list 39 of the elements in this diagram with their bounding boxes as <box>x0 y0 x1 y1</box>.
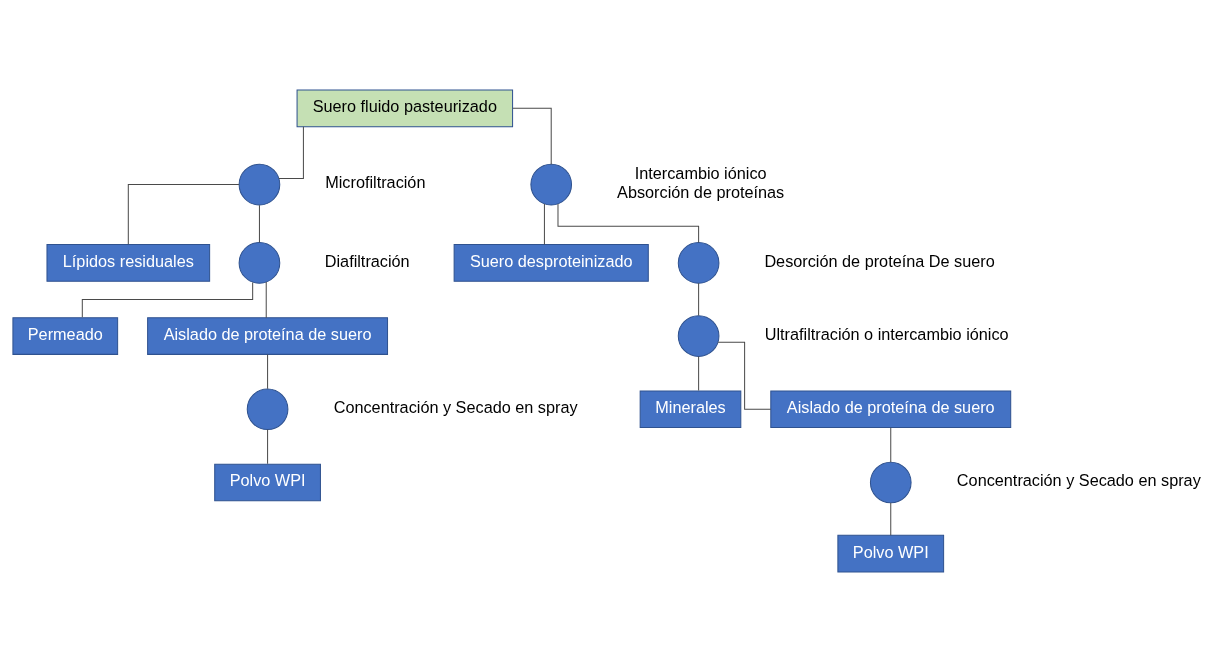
node-box: Aislado de proteína de suero <box>147 317 389 355</box>
node-label: Intercambio iónico <box>634 164 767 183</box>
connector <box>278 126 304 179</box>
node-box: Suero desproteinizado <box>453 244 649 282</box>
node-circle <box>238 163 281 206</box>
node-box: Lípidos residuales <box>46 244 211 282</box>
connector <box>698 282 700 317</box>
node-circle <box>677 242 720 284</box>
node-box: Polvo WPI <box>214 463 321 502</box>
node-box: Suero fluido pasteurizado <box>296 89 514 128</box>
node-circle <box>677 315 720 357</box>
connector <box>267 429 269 465</box>
node-box: Minerales <box>639 390 742 429</box>
connector <box>557 203 700 243</box>
node-circle <box>246 388 289 431</box>
node-label: Absorción de proteínas <box>617 182 785 201</box>
connector <box>512 107 552 165</box>
connector <box>267 354 269 390</box>
node-label: Diafiltración <box>324 251 410 270</box>
node-label: Concentración y Secado en spray <box>956 471 1201 490</box>
node-label: Microfiltración <box>325 173 426 192</box>
connector <box>717 341 772 410</box>
connector <box>258 204 260 243</box>
node-box: Polvo WPI <box>837 534 945 573</box>
node-label: Ultrafiltración o intercambio iónico <box>764 324 1009 343</box>
node-box: Permeado <box>12 317 119 355</box>
connector <box>265 281 267 319</box>
connector <box>890 427 892 463</box>
node-label: Concentración y Secado en spray <box>333 398 578 417</box>
node-circle <box>238 242 281 284</box>
node-circle <box>530 163 573 206</box>
node-circle <box>869 461 912 504</box>
connector <box>81 281 254 318</box>
connector <box>698 355 700 391</box>
connector <box>543 203 545 246</box>
node-label: Desorción de proteína De suero <box>764 251 995 270</box>
connector <box>890 502 892 536</box>
connector <box>127 184 240 245</box>
node-box: Aislado de proteína de suero <box>770 390 1012 429</box>
